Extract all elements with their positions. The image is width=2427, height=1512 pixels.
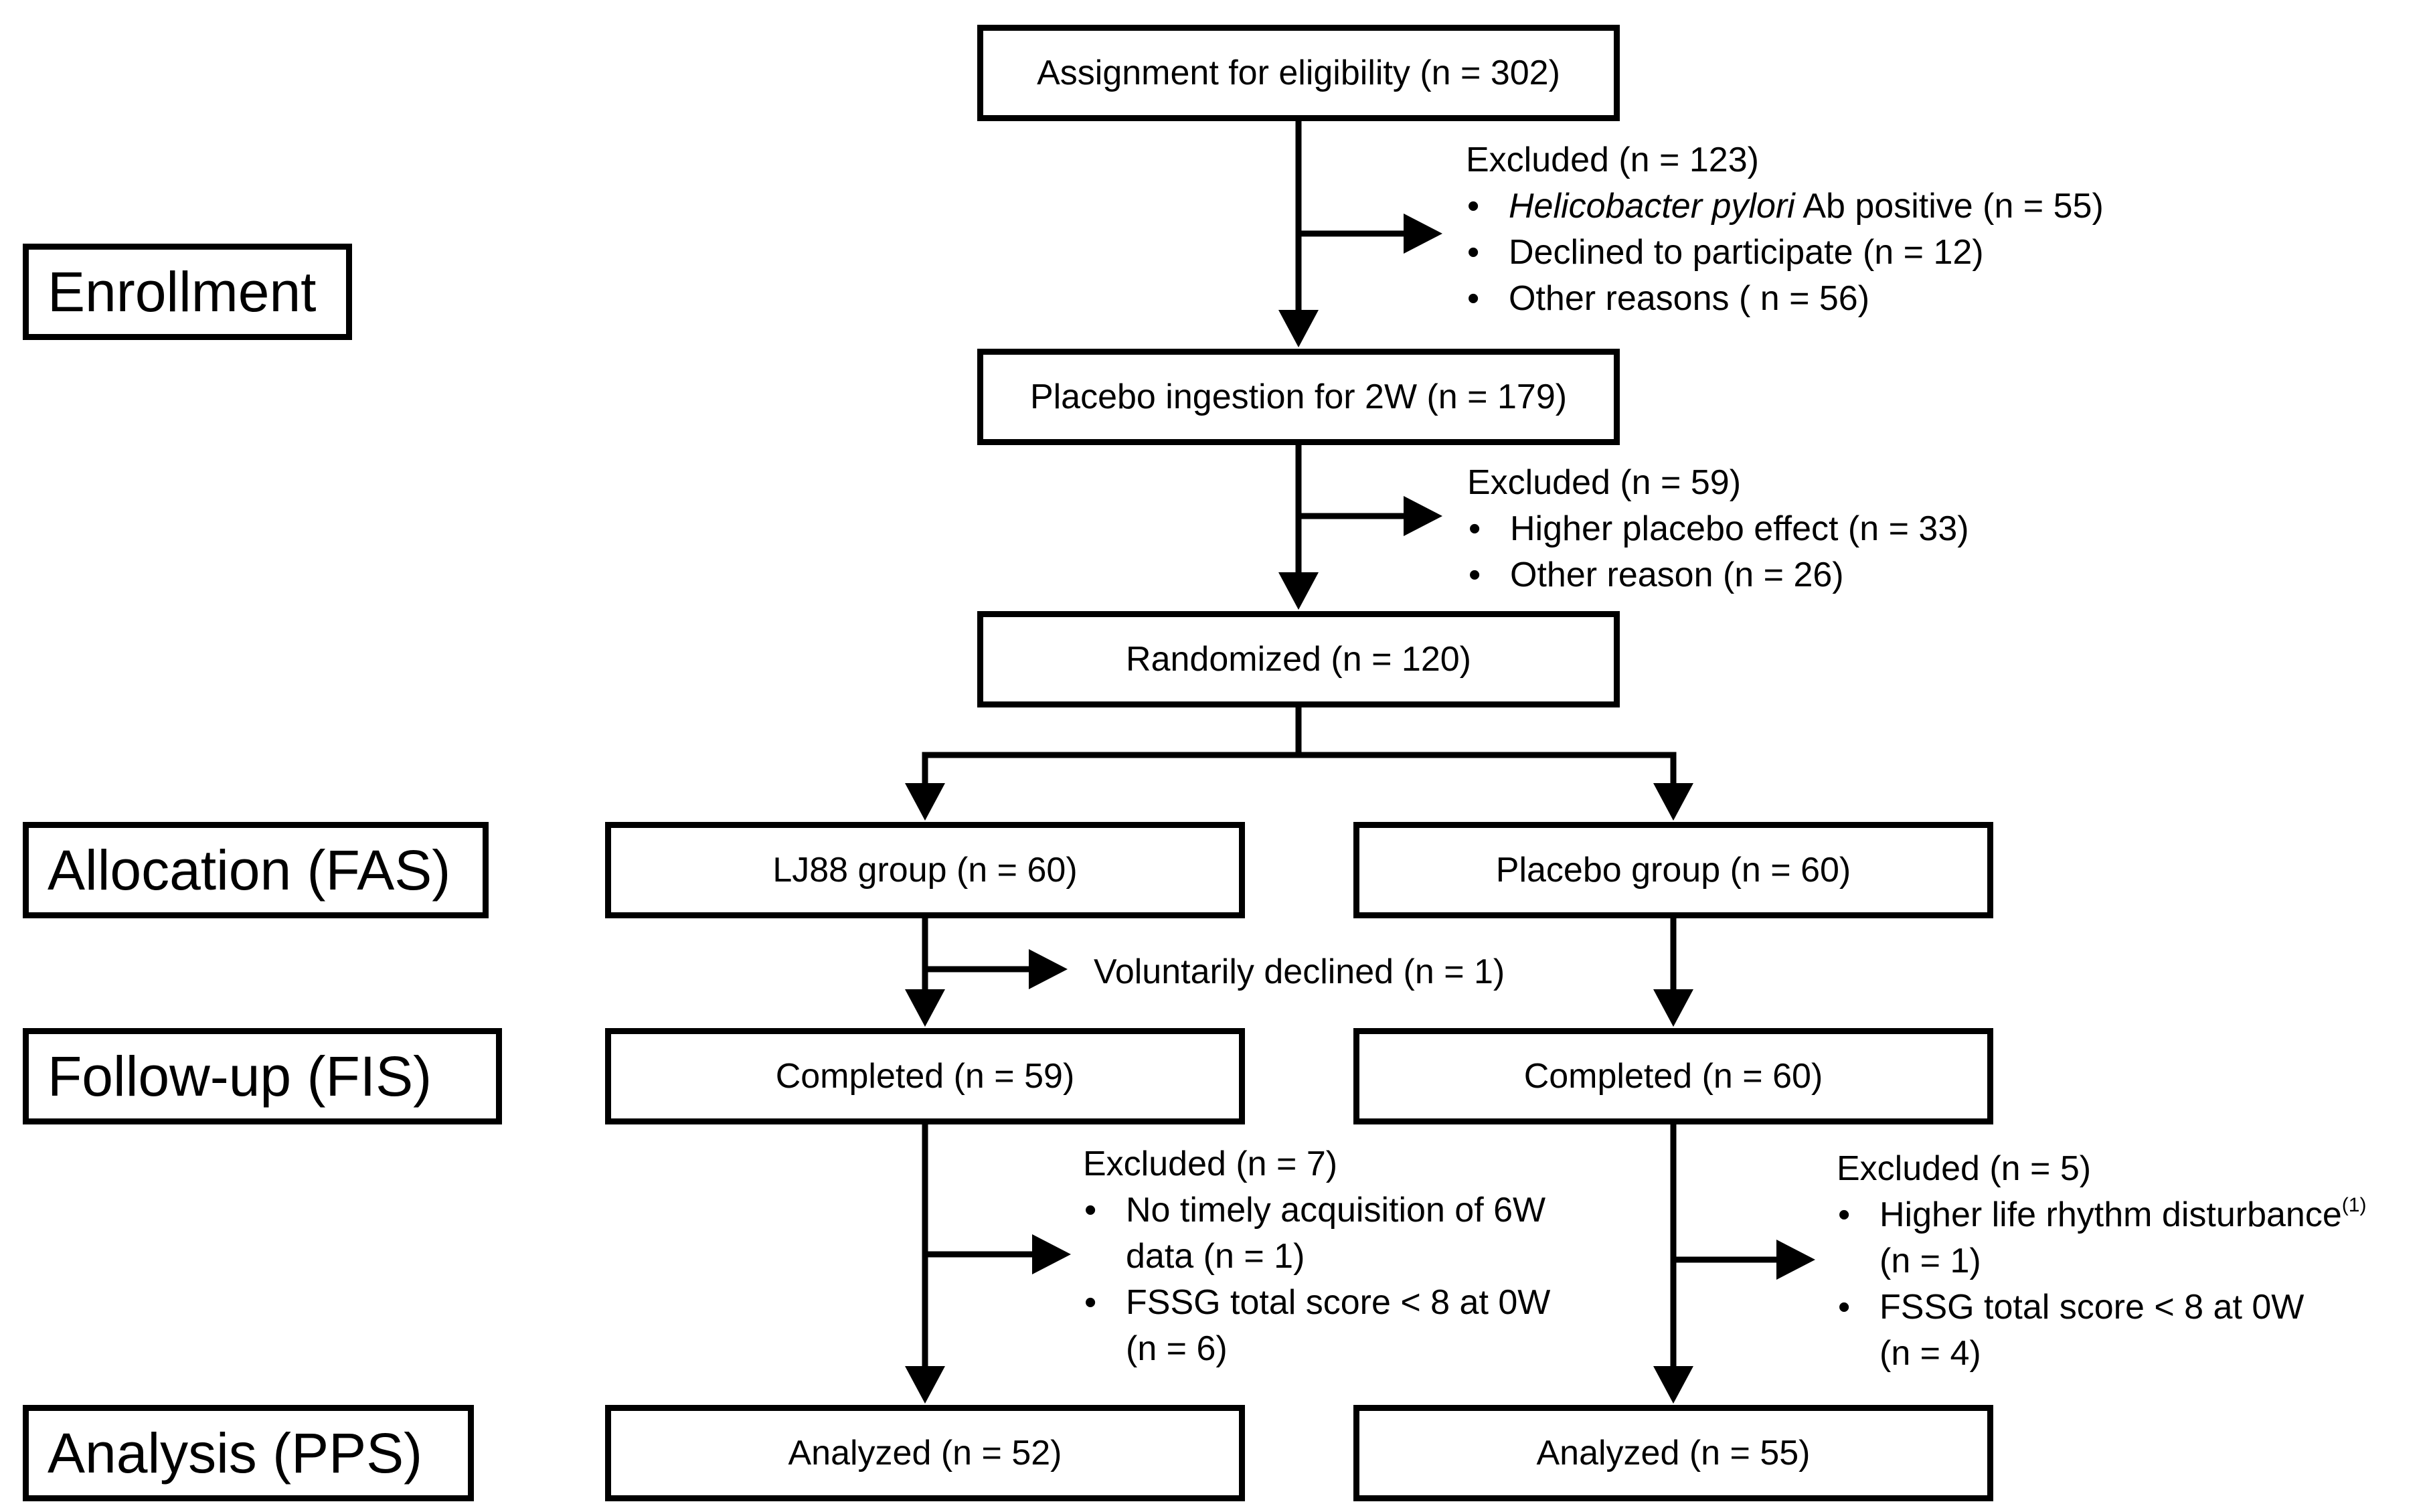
placebo-completed-box: Completed (n = 60) xyxy=(1353,1028,1993,1124)
placebo-fssg-line2: (n = 4) xyxy=(1879,1334,1981,1373)
randomized-label: Randomized (n = 120) xyxy=(1126,640,1471,679)
arrow-placebo-to-completed-head xyxy=(1653,989,1693,1027)
arrow-placebo-to-randomized-head xyxy=(1278,572,1319,610)
arrow-placebo-completed-to-analyzed-head xyxy=(1653,1366,1693,1404)
placebo-ingestion-box: Placebo ingestion for 2W (n = 179) xyxy=(977,349,1620,445)
excluded-enrollment-list: Helicobacter pylori Ab positive (n = 55)… xyxy=(1466,183,2104,322)
lj88-fssg-line1: FSSG total score < 8 at 0W xyxy=(1126,1283,1551,1322)
assignment-box: Assignment for eligibility (n = 302) xyxy=(977,25,1620,121)
excluded-placebo-item-fssg: FSSG total score < 8 at 0W (n = 4) xyxy=(1837,1284,2366,1377)
arrow-excluded-enrollment-head xyxy=(1404,214,1442,254)
excluded-placebo-item-rhythm: Higher life rhythm disturbance(1) (n = 1… xyxy=(1837,1192,2366,1284)
lj88-analyzed-box: Analyzed (n = 52) xyxy=(605,1405,1245,1501)
stage-enrollment: Enrollment xyxy=(23,244,352,340)
excluded-placebo-run-item-other: Other reason (n = 26) xyxy=(1467,552,1969,598)
excluded-lj88-heading: Excluded (n = 7) xyxy=(1083,1145,1338,1183)
lj88-group-label: LJ88 group (n = 60) xyxy=(772,851,1078,890)
lj88-analyzed-label: Analyzed (n = 52) xyxy=(788,1434,1062,1473)
arrow-lj88-completed-to-analyzed-head xyxy=(905,1366,945,1404)
excluded-enrollment-item-other: Other reasons ( n = 56) xyxy=(1466,276,2104,322)
acquisition-line2: data (n = 1) xyxy=(1126,1237,1305,1276)
lj88-completed-box: Completed (n = 59) xyxy=(605,1028,1245,1124)
arrow-excluded-lj88-head xyxy=(1032,1234,1071,1274)
stage-allocation: Allocation (FAS) xyxy=(23,822,489,918)
footnote-marker: (1) xyxy=(2341,1194,2367,1216)
voluntarily-declined-text: Voluntarily declined (n = 1) xyxy=(1094,952,1505,991)
rhythm-line1: Higher life rhythm disturbance(1) xyxy=(1879,1192,2366,1238)
other-reason-text: Other reason (n = 26) xyxy=(1510,556,1844,594)
arrow-to-lj88-head xyxy=(905,783,945,821)
excluded-placebo-heading: Excluded (n = 5) xyxy=(1837,1149,2092,1188)
hpylori-name: Helicobacter pylori xyxy=(1509,187,1795,226)
placebo-group-box: Placebo group (n = 60) xyxy=(1353,822,1993,918)
excluded-enrollment-item-declined: Declined to participate (n = 12) xyxy=(1466,230,2104,276)
higher-placebo-effect-text: Higher placebo effect (n = 33) xyxy=(1510,509,1969,548)
voluntarily-declined-note: Voluntarily declined (n = 1) xyxy=(1094,949,1505,995)
excluded-lj88-list: No timely acquisition of 6W data (n = 1)… xyxy=(1083,1187,1550,1372)
declined-text: Declined to participate (n = 12) xyxy=(1509,233,1984,272)
stage-enrollment-label: Enrollment xyxy=(48,260,317,323)
excluded-enrollment-note: Excluded (n = 123) Helicobacter pylori A… xyxy=(1466,137,2104,322)
assignment-label: Assignment for eligibility (n = 302) xyxy=(1037,54,1560,92)
excluded-lj88-note: Excluded (n = 7) No timely acquisition o… xyxy=(1083,1141,1550,1372)
stage-analysis-label: Analysis (PPS) xyxy=(48,1421,423,1485)
excluded-lj88-item-fssg: FSSG total score < 8 at 0W (n = 6) xyxy=(1083,1280,1550,1372)
lj88-completed-label: Completed (n = 59) xyxy=(775,1057,1075,1096)
stage-followup-label: Follow-up (FIS) xyxy=(48,1044,432,1108)
arrow-assignment-to-placebo-head xyxy=(1278,310,1319,347)
excluded-placebo-run-note: Excluded (n = 59) Higher placebo effect … xyxy=(1467,460,1969,598)
arrow-excluded-placebo-run-head xyxy=(1404,496,1442,536)
arrow-excluded-placebo-head xyxy=(1776,1240,1815,1280)
placebo-fssg-line1: FSSG total score < 8 at 0W xyxy=(1879,1288,2305,1327)
placebo-completed-label: Completed (n = 60) xyxy=(1523,1057,1823,1096)
excluded-lj88-item-acquisition: No timely acquisition of 6W data (n = 1) xyxy=(1083,1187,1550,1280)
placebo-group-label: Placebo group (n = 60) xyxy=(1495,851,1851,890)
excluded-placebo-run-heading: Excluded (n = 59) xyxy=(1467,463,1742,502)
arrow-to-placebo-group-head xyxy=(1653,783,1693,821)
stage-analysis: Analysis (PPS) xyxy=(23,1405,474,1501)
excluded-enrollment-item-hpylori: Helicobacter pylori Ab positive (n = 55) xyxy=(1466,183,2104,230)
rhythm-text: Higher life rhythm disturbance xyxy=(1879,1195,2342,1234)
hpylori-rest: Ab positive (n = 55) xyxy=(1794,187,2104,226)
excluded-placebo-note: Excluded (n = 5) Higher life rhythm dist… xyxy=(1837,1146,2366,1377)
arrow-voluntarily-declined-head xyxy=(1029,949,1068,989)
excluded-placebo-list: Higher life rhythm disturbance(1) (n = 1… xyxy=(1837,1192,2366,1377)
other-reasons-text: Other reasons ( n = 56) xyxy=(1509,279,1870,318)
stage-followup: Follow-up (FIS) xyxy=(23,1028,502,1124)
rhythm-line2: (n = 1) xyxy=(1879,1242,1981,1280)
placebo-analyzed-label: Analyzed (n = 55) xyxy=(1536,1434,1811,1473)
placebo-ingestion-label: Placebo ingestion for 2W (n = 179) xyxy=(1029,377,1568,416)
lj88-group-box: LJ88 group (n = 60) xyxy=(605,822,1245,918)
randomized-box: Randomized (n = 120) xyxy=(977,611,1620,707)
excluded-placebo-run-list: Higher placebo effect (n = 33) Other rea… xyxy=(1467,506,1969,598)
excluded-placebo-run-item-effect: Higher placebo effect (n = 33) xyxy=(1467,506,1969,552)
acquisition-line1: No timely acquisition of 6W xyxy=(1126,1191,1546,1230)
excluded-enrollment-heading: Excluded (n = 123) xyxy=(1466,141,1759,179)
stage-allocation-label: Allocation (FAS) xyxy=(48,838,451,902)
lj88-fssg-line2: (n = 6) xyxy=(1126,1329,1228,1368)
arrow-lj88-to-completed-head xyxy=(905,989,945,1027)
placebo-analyzed-box: Analyzed (n = 55) xyxy=(1353,1405,1993,1501)
